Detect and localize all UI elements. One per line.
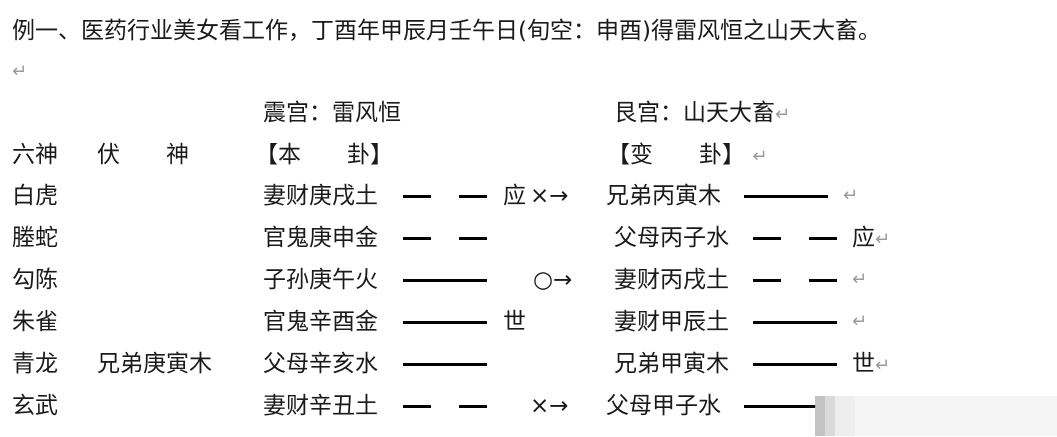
base-line-label: 子孙庚午火 (263, 267, 378, 293)
yang-line (753, 321, 837, 324)
paragraph-mark-icon: ↵ (875, 229, 891, 250)
yin-line-segment (809, 237, 837, 240)
moving-line-marker: ○→ (533, 267, 573, 293)
paragraph-mark-icon: ↵ (12, 61, 28, 82)
changed-palace-label: 艮宫：山天大畜↵ (614, 100, 791, 126)
base-palace-label: 震宫：雷风恒 (263, 100, 401, 126)
yang-line (403, 321, 487, 324)
paragraph-mark-icon: ↵ (852, 269, 868, 290)
ying-mark: 应↵ (852, 225, 891, 251)
six-god: 勾陈 (12, 267, 58, 293)
yang-line (753, 363, 837, 366)
base-line-label: 妻财辛丑土 (263, 393, 378, 419)
changed-line-label: 兄弟丙寅木 (606, 183, 721, 209)
paragraph-mark-icon: ↵ (875, 355, 891, 376)
six-god: 塍蛇 (12, 225, 58, 251)
moving-line-marker: ×→ (530, 183, 569, 209)
paragraph-mark-icon: ↵ (775, 104, 791, 125)
paragraph-mark-icon: ↵ (843, 185, 859, 206)
base-line-label: 官鬼庚申金 (263, 225, 378, 251)
yin-line-segment (403, 405, 431, 408)
yin-line-segment (753, 237, 781, 240)
moving-line-marker: ×→ (530, 393, 569, 419)
header-hidden-god: 伏 神 (97, 142, 189, 168)
six-god: 青龙 (12, 351, 58, 377)
example-title: 例一、医药行业美女看工作，丁酉年甲辰月壬午日(旬空：申酉)得雷风恒之山天大畜。 (12, 18, 881, 44)
yin-line-segment (459, 195, 487, 198)
six-god: 白虎 (12, 183, 58, 209)
yang-line (744, 405, 816, 408)
base-line-label: 父母辛亥水 (263, 351, 378, 377)
ying-mark: 应 (503, 183, 526, 209)
yin-line-segment (459, 405, 487, 408)
changed-line-label: 父母甲子水 (606, 393, 721, 419)
header-base-hexagram: 【本 卦】 (255, 142, 393, 168)
shi-mark: 世 (503, 309, 526, 335)
base-line-label: 官鬼辛酉金 (263, 309, 378, 335)
yin-line-segment (809, 279, 837, 282)
yin-line-segment (403, 237, 431, 240)
changed-line-label: 兄弟甲寅木 (614, 351, 729, 377)
yin-line-segment (753, 279, 781, 282)
paragraph-mark-icon: ↵ (752, 146, 768, 167)
yang-line (403, 363, 487, 366)
header-changed-hexagram: 【变 卦】 ↵ (607, 142, 768, 168)
pixelated-watermark (815, 396, 1057, 436)
base-line-label: 妻财庚戌土 (263, 183, 378, 209)
hidden-god-line: 兄弟庚寅木 (97, 351, 212, 377)
six-god: 玄武 (12, 393, 58, 419)
shi-mark: 世↵ (852, 351, 891, 377)
yin-line-segment (403, 195, 431, 198)
six-god: 朱雀 (12, 309, 58, 335)
paragraph-mark-icon: ↵ (852, 311, 868, 332)
changed-line-label: 父母丙子水 (614, 225, 729, 251)
changed-line-label: 妻财甲辰土 (614, 309, 729, 335)
yin-line-segment (459, 237, 487, 240)
yang-line (403, 279, 487, 282)
yang-line (744, 195, 828, 198)
changed-line-label: 妻财丙戌土 (614, 267, 729, 293)
header-six-gods: 六神 (12, 142, 58, 168)
